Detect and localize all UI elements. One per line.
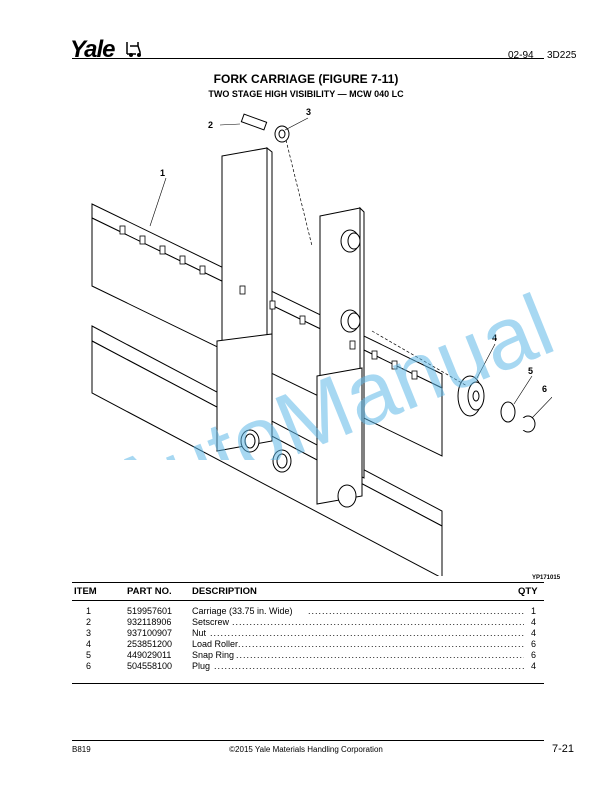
row-qty: 6 — [530, 639, 536, 649]
row-leader: ........................................… — [236, 650, 524, 660]
row-leader: ........................................… — [308, 606, 524, 616]
page-subtitle: TWO STAGE HIGH VISIBILITY — MCW 040 LC — [208, 89, 404, 99]
row-leader: ........................................… — [238, 639, 524, 649]
page-title: FORK CARRIAGE (FIGURE 7-11) — [213, 72, 399, 86]
col-item-header: ITEM — [74, 586, 97, 597]
row-item: 3 — [86, 628, 92, 638]
row-description: Snap Ring — [192, 650, 235, 660]
row-part-no: 937100907 — [127, 628, 173, 638]
callout-2: 2 — [208, 120, 213, 130]
row-item: 4 — [86, 639, 92, 649]
row-qty: 4 — [530, 628, 536, 638]
row-description: Setscrew — [192, 617, 230, 627]
callout-3: 3 — [306, 107, 311, 117]
table-row: 1 519957601 Carriage (33.75 in. Wide) ..… — [72, 606, 544, 617]
callout-4: 4 — [492, 333, 497, 343]
row-leader: ........................................… — [210, 628, 524, 638]
row-qty: 4 — [530, 617, 536, 627]
table-row: 3 937100907 Nut ........................… — [72, 628, 544, 639]
row-part-no: 449029011 — [127, 650, 172, 660]
fork-carriage-diagram: 1 2 3 4 5 6 — [91, 107, 552, 576]
row-description: Load Roller — [192, 639, 239, 649]
row-description: Plug — [192, 661, 211, 671]
date-code: 02-94 — [508, 50, 534, 61]
table-bottom-rule — [72, 683, 544, 684]
figure-id: YP171015 — [532, 575, 561, 581]
footer-rule — [72, 740, 544, 741]
callout-5: 5 — [528, 366, 533, 376]
row-item: 6 — [86, 661, 92, 671]
row-part-no: 253851200 — [127, 639, 173, 649]
row-part-no: 504558100 — [127, 661, 173, 671]
row-item: 1 — [86, 606, 92, 616]
footer-copyright: ©2015 Yale Materials Handling Corporatio… — [229, 745, 383, 754]
table-row: 4 253851200 Load Roller ................… — [72, 639, 544, 650]
row-part-no: 519957601 — [127, 606, 173, 616]
row-qty: 1 — [530, 606, 536, 616]
row-description: Carriage (33.75 in. Wide) — [192, 606, 293, 616]
table-row: 6 504558100 Plug .......................… — [72, 661, 544, 672]
row-item: 5 — [86, 650, 92, 660]
brand-logo: Yale — [70, 36, 115, 63]
row-part-no: 932118906 — [127, 617, 172, 627]
row-description: Nut — [192, 628, 207, 638]
row-qty: 6 — [530, 650, 536, 660]
col-part-header: PART NO. — [127, 586, 172, 597]
col-qty-header: QTY — [518, 586, 538, 597]
table-header-rule — [72, 600, 544, 601]
callout-1: 1 — [160, 168, 165, 178]
row-qty: 4 — [530, 661, 536, 671]
forklift-icon — [126, 42, 141, 57]
col-desc-header: DESCRIPTION — [192, 586, 257, 597]
doc-code: 3D225 — [547, 50, 577, 61]
page-number: 7-21 — [551, 743, 574, 755]
header-rule — [72, 58, 544, 59]
table-row: 2 932118906 Setscrew ...................… — [72, 617, 544, 628]
row-leader: ........................................… — [214, 661, 524, 671]
callout-6: 6 — [542, 384, 547, 394]
row-leader: ........................................… — [232, 617, 524, 627]
footer-code: B819 — [72, 745, 91, 754]
row-item: 2 — [86, 617, 92, 627]
table-top-rule — [72, 582, 544, 583]
table-row: 5 449029011 Snap Ring ..................… — [72, 650, 544, 661]
